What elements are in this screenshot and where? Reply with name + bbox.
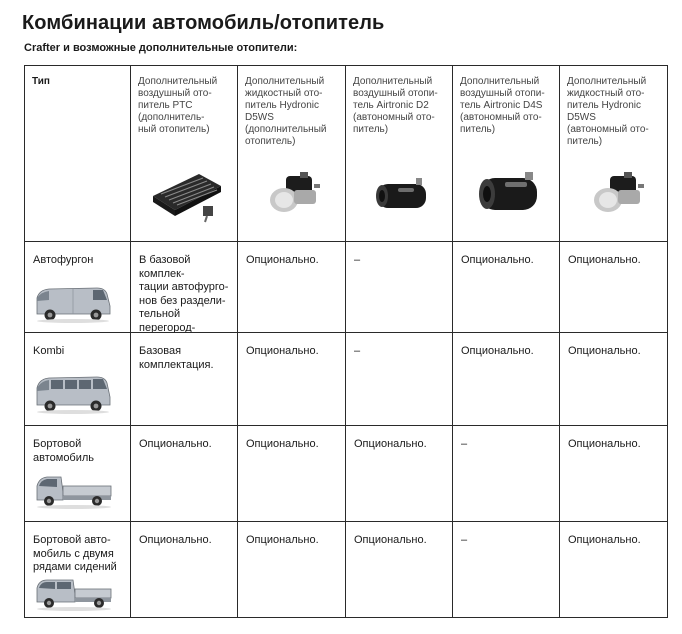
cell-text: – [461,534,468,546]
cell-text: В базовой комплек- тации автофурго- нов … [139,254,229,333]
cell-text: – [354,345,361,357]
airtronic-d4s-heater-icon [479,172,537,210]
type-header-cell: Тип [24,65,131,242]
cell-text: Опционально. [139,438,212,450]
page-subtitle: Crafter и возможные дополнительные отопи… [24,42,298,54]
cell-text: Опционально. [246,438,319,450]
cell-text: Опционально. [568,345,641,357]
ptc-heater-icon [153,174,221,223]
row-header-cell: Автофургон [24,241,131,333]
table-cell: Опционально. [559,332,668,426]
table-cell: Опционально. [452,241,560,333]
row-header-cell: Бортовой авто- мобиль с двумя рядами сид… [24,521,131,618]
row-label: Бортовой авто- мобиль с двумя рядами сид… [33,534,117,573]
airtronic-d2-heater-icon [376,178,426,208]
cell-text: Опционально. [246,345,319,357]
row-header-cell: Бортовой автомобиль [24,425,131,522]
cell-text: Опционально. [246,534,319,546]
table-cell: Опционально. [345,425,453,522]
cell-text: Опционально. [354,438,427,450]
row-header-cell: Kombi [24,332,131,426]
column-header-label: Дополнительный воздушный ото- питель PTC… [138,76,218,135]
table-row: Автофургон В базовой комплек- тации авто… [24,241,668,333]
hydronic-heater-icon [594,172,644,212]
column-header-label: Дополнительный воздушный отопи- тель Air… [353,76,438,135]
column-header-airtronic-d2: Дополнительный воздушный отопи- тель Air… [345,65,453,242]
table-cell: Опционально. [237,521,346,618]
cell-text: Опционально. [568,254,641,266]
column-header-label: Дополнительный воздушный отопи- тель Air… [460,76,545,135]
table-cell: Опционально. [237,425,346,522]
column-header-hydronic-standalone: Дополнительный жидкостный ото- питель Hy… [559,65,668,242]
cell-text: Опционально. [246,254,319,266]
table-cell: Опционально. [345,521,453,618]
table-cell: – [452,521,560,618]
table-row: Бортовой авто- мобиль с двумя рядами сид… [24,521,668,618]
cell-text: Опционально. [354,534,427,546]
table-cell: В базовой комплек- тации автофурго- нов … [130,241,238,333]
table-cell: Опционально. [237,332,346,426]
page-title: Комбинации автомобиль/отопитель [22,12,385,34]
cell-text: Базовая комплектация. [139,345,214,371]
panel-van-icon [36,287,111,323]
table-cell: – [345,241,453,333]
hydronic-heater-icon [270,172,320,212]
column-header-label: Дополнительный жидкостный ото- питель Hy… [567,76,649,147]
column-header-hydronic-aux: Дополнительный жидкостный ото- питель Hy… [237,65,346,242]
table-cell: Опционально. [130,425,238,522]
table-row: Бортовой автомобиль Опционально. Опциона… [24,425,668,522]
cell-text: Опционально. [461,345,534,357]
cell-text: Опционально. [139,534,212,546]
heater-combination-table: Тип Дополнительный воздушный ото- питель… [24,65,668,618]
cell-text: Опционально. [568,534,641,546]
double-cab-flatbed-icon [36,579,112,611]
column-header-label: Дополнительный жидкостный ото- питель Hy… [245,76,327,147]
table-cell: Опционально. [559,521,668,618]
cell-text: – [461,438,468,450]
cell-text: Опционально. [568,438,641,450]
table-cell: – [345,332,453,426]
table-cell: Опционально. [237,241,346,333]
column-header-ptc: Дополнительный воздушный ото- питель PTC… [130,65,238,242]
row-label: Бортовой автомобиль [33,438,95,464]
table-cell: Опционально. [130,521,238,618]
cell-text: Опционально. [461,254,534,266]
table-cell: Опционально. [559,241,668,333]
header-row: Тип Дополнительный воздушный ото- питель… [24,65,668,242]
column-header-airtronic-d4s: Дополнительный воздушный отопи- тель Air… [452,65,560,242]
flatbed-truck-icon [36,476,112,509]
table-row: Kombi Базовая комплектация. Опционально.… [24,332,668,426]
table-cell: Базовая комплектация. [130,332,238,426]
table-cell: Опционально. [452,332,560,426]
type-header: Тип [32,76,50,87]
table-cell: – [452,425,560,522]
kombi-van-icon [36,376,111,414]
row-label: Автофургон [33,254,94,266]
row-label: Kombi [33,345,65,357]
cell-text: – [354,254,361,266]
table-cell: Опционально. [559,425,668,522]
